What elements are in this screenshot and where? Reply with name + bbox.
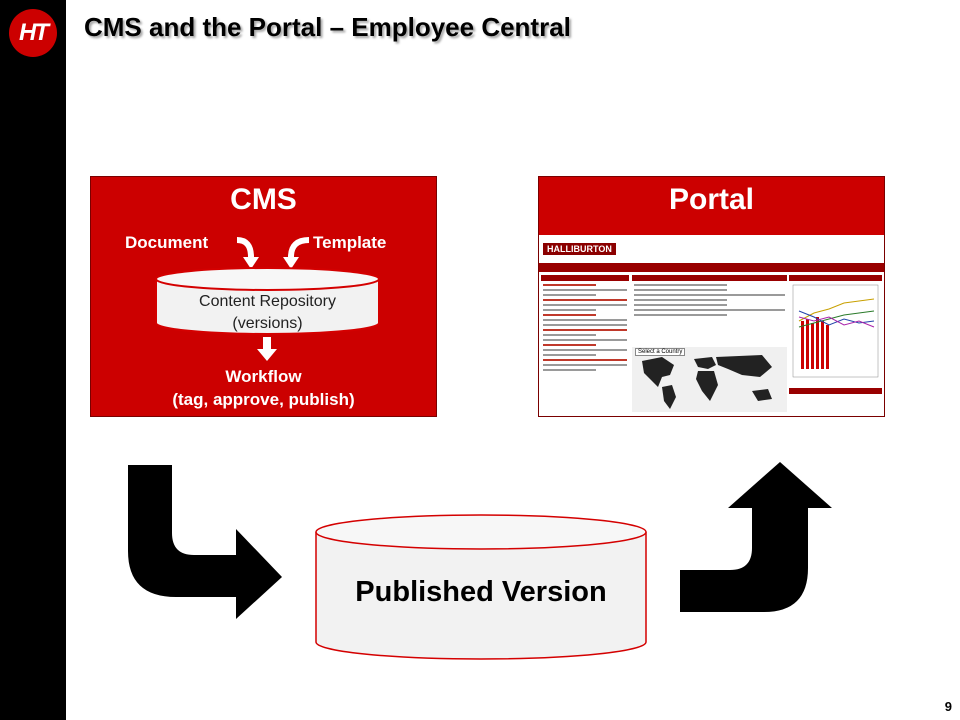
template-label: Template (313, 233, 387, 252)
content-repository-cylinder (155, 267, 380, 335)
document-label: Document (125, 233, 209, 252)
portal-panel: Portal HALLIBURTON Sel (538, 176, 885, 417)
workflow-arrow (263, 337, 271, 351)
template-arrow (288, 237, 310, 259)
page-number: 9 (944, 699, 952, 714)
portal-nav-bar (539, 263, 884, 272)
portal-screenshot: HALLIBURTON Select a Country (539, 235, 884, 416)
document-arrow (236, 237, 254, 259)
portal-column-right (789, 275, 882, 394)
flow-arrow-to-published (128, 465, 282, 619)
workflow-arrow-head (257, 349, 277, 361)
cms-arrows (236, 237, 310, 361)
company-logo: HT (9, 9, 57, 57)
country-select: Select a Country (635, 348, 686, 356)
portal-brand: HALLIBURTON (543, 243, 616, 255)
page-title: CMS and the Portal – Employee Central (84, 12, 571, 42)
cms-title: CMS (230, 183, 297, 216)
portal-title: Portal (668, 183, 755, 216)
published-version-label: Published Version (355, 576, 607, 608)
world-map-image (632, 347, 787, 412)
workflow-label: Workflow (225, 367, 302, 386)
sidebar (0, 0, 66, 720)
portal-column-left (541, 275, 629, 374)
cms-panel: CMS Document Template Content Repository… (90, 176, 437, 417)
document-arrow-head (243, 257, 259, 269)
flow-arrow-to-portal (680, 462, 832, 612)
rig-count-chart-thumbnail (792, 284, 879, 378)
workflow-sub-label: (tag, approve, publish) (172, 390, 355, 409)
content-repository-label: Content Repository (versions) (199, 293, 336, 332)
template-arrow-head (283, 257, 299, 269)
portal-column-middle (632, 275, 787, 319)
published-version-cylinder (315, 514, 647, 660)
